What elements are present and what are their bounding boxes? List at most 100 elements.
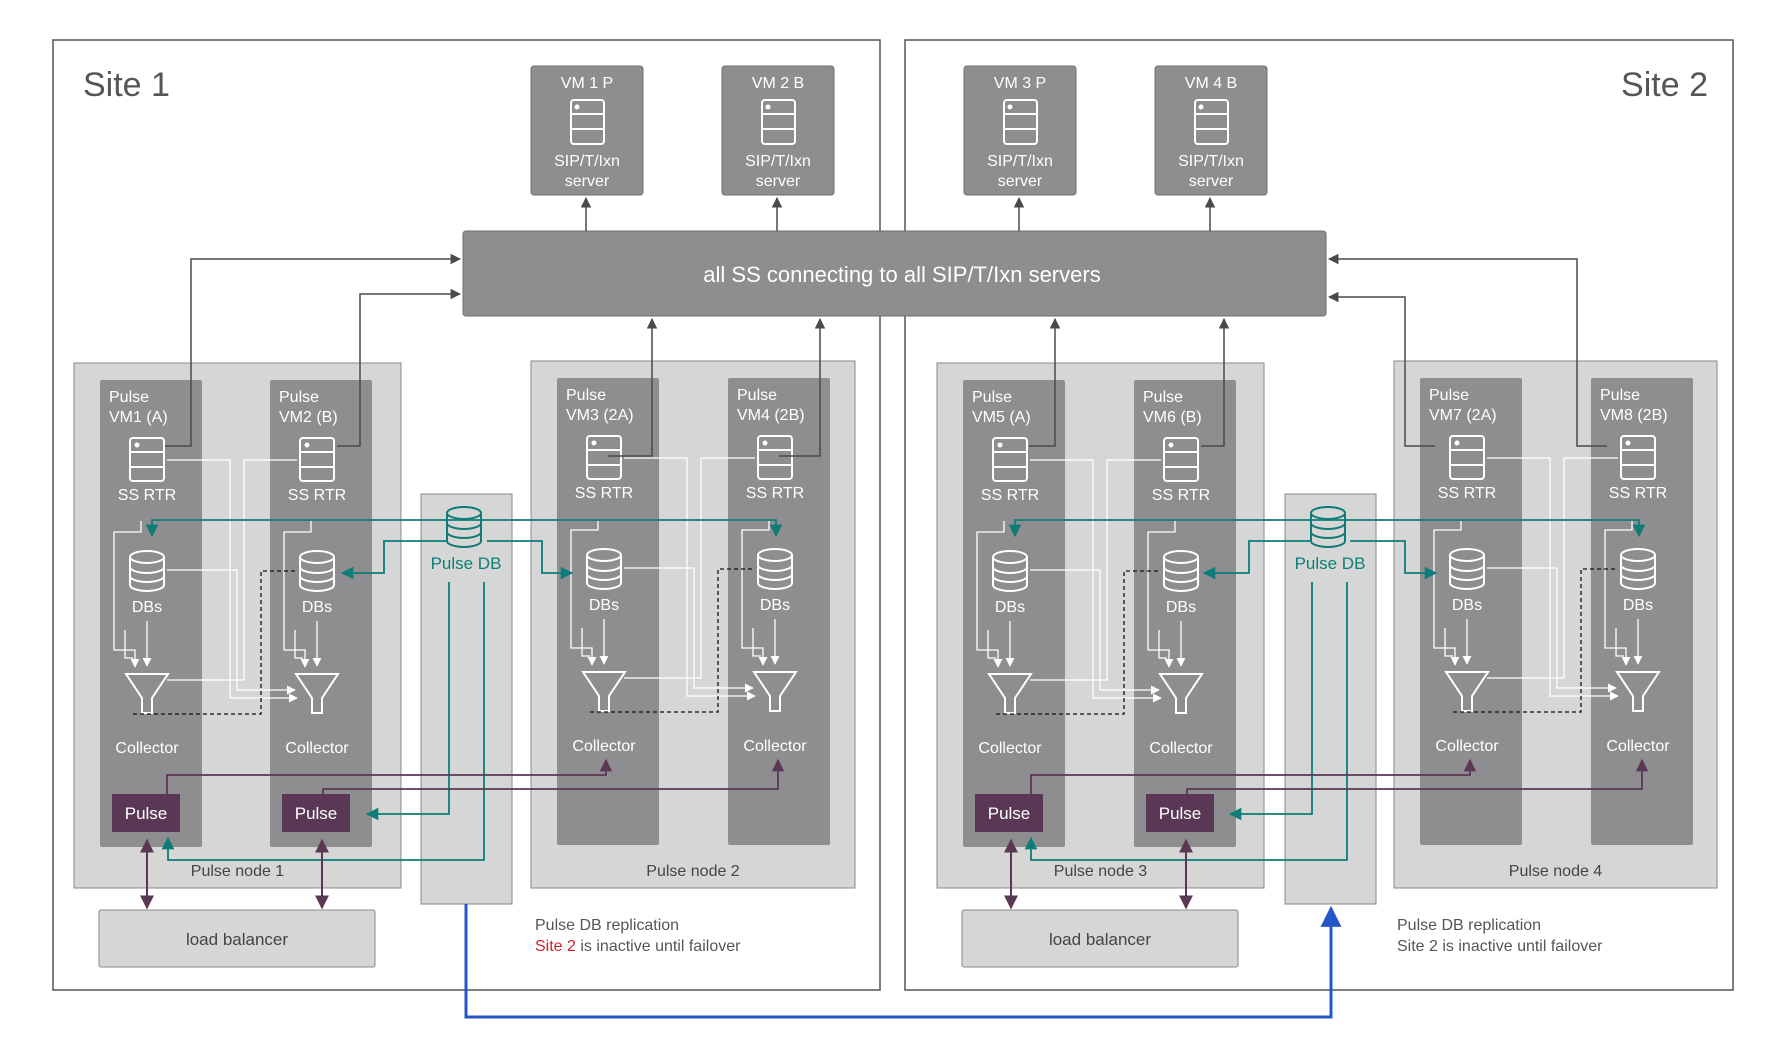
pulse-vm-label: Pulse	[1143, 389, 1183, 406]
vm-server-name: VM 2 B	[752, 75, 804, 92]
pulse-db-sync-line	[365, 582, 450, 821]
load-balancer: load balancer	[98, 838, 376, 968]
internal-flow-lines	[741, 519, 780, 666]
pulse-node-label: Pulse node 4	[1509, 863, 1603, 880]
dashed-failover-line	[996, 570, 1159, 715]
router-to-bar-arrows	[165, 253, 1607, 457]
dbs-label: DBs	[589, 597, 619, 614]
pulse-db-replication-arrow	[464, 904, 1342, 1019]
internal-flow-lines	[1604, 519, 1643, 666]
vm-server-role: SIP/T/Ixn	[554, 153, 620, 170]
pulse-node-label: Pulse node 1	[191, 863, 285, 880]
pulse-db-sync-line	[1202, 540, 1310, 580]
dbs-label: DBs	[995, 599, 1025, 616]
pulse-vm-column-bg	[963, 380, 1065, 847]
pulse-vm-column-bg	[100, 380, 202, 847]
site-1-note: Pulse DB replication Site 2 is inactive …	[535, 917, 741, 955]
pulse-vm-name: VM6 (B)	[1143, 409, 1202, 426]
server-icon	[1194, 99, 1229, 145]
pulse-db-icon	[1310, 506, 1346, 548]
collector-label: Collector	[1606, 738, 1670, 755]
pulse-vm-label: Pulse	[109, 389, 149, 406]
pulse-db-column-bg	[420, 493, 513, 905]
dbs-label: DBs	[132, 599, 162, 616]
load-balancers: load balancer load balancer	[98, 838, 1239, 968]
pulse-db-sync-line	[487, 540, 574, 580]
site-2-note-site-word: Site 2	[1397, 938, 1438, 955]
database-icon	[757, 548, 793, 590]
pulse-vm-name: VM2 (B)	[279, 409, 338, 426]
site-2-title: Site 2	[1621, 66, 1708, 104]
vm-server-box: VM 2 B SIP/T/Ixn server	[721, 65, 835, 196]
collector-icon	[987, 673, 1033, 714]
vm-server-frame	[963, 65, 1077, 196]
pulse-db-label: Pulse DB	[431, 554, 502, 573]
load-balancer-box	[98, 909, 376, 968]
site-1-note-line1: Pulse DB replication	[535, 917, 679, 934]
site-2: Site 2	[904, 39, 1734, 991]
dashed-failover-line	[133, 570, 295, 715]
collector-icon	[581, 671, 627, 712]
pulse-vm-name: VM8 (2B)	[1600, 407, 1668, 424]
central-bar: all SS connecting to all SIP/T/Ixn serve…	[462, 230, 1327, 317]
vm-server-role-line2: server	[565, 173, 610, 190]
load-balancer: load balancer	[961, 838, 1239, 968]
site-1-title: Site 1	[83, 66, 170, 104]
site-2-note-line2: Site 2 is inactive until failover	[1397, 938, 1603, 955]
vm-server-frame	[530, 65, 644, 196]
internal-flow-lines	[976, 521, 1015, 668]
vm-server-frame	[721, 65, 835, 196]
collector-icon	[752, 671, 798, 712]
dbs-label: DBs	[1166, 599, 1196, 616]
pulse-db-sync-line	[1008, 519, 1312, 538]
server-icon	[570, 99, 605, 145]
vm-server-role: SIP/T/Ixn	[745, 153, 811, 170]
dbs-label: DBs	[1452, 597, 1482, 614]
vm-server-name: VM 4 B	[1185, 75, 1237, 92]
pulse-vm-label: Pulse	[279, 389, 319, 406]
pulse-vm-name: VM5 (A)	[972, 409, 1031, 426]
router-icon	[1449, 435, 1485, 480]
server-icon	[761, 99, 796, 145]
router-label: SS RTR	[1438, 485, 1496, 502]
pulse-vm-label: Pulse	[1600, 387, 1640, 404]
collector-label: Collector	[572, 738, 636, 755]
pulse-process-box: Pulse	[975, 794, 1043, 832]
pulse-db-column: Pulse DB	[1284, 493, 1377, 905]
pulse-db-sync-line	[340, 540, 447, 580]
central-bar-label: all SS connecting to all SIP/T/Ixn serve…	[703, 262, 1100, 287]
router-label: SS RTR	[1609, 485, 1667, 502]
site-2-note: Pulse DB replication Site 2 is inactive …	[1397, 917, 1603, 955]
pulse-vm-name: VM3 (2A)	[566, 407, 634, 424]
vm-server-role: SIP/T/Ixn	[1178, 153, 1244, 170]
collector-icon	[1158, 673, 1204, 714]
pulse-db-column: Pulse DB	[420, 493, 513, 905]
pulse-to-collector-line	[322, 758, 785, 795]
pulse-vm-label: Pulse	[566, 387, 606, 404]
vm-server-role-line2: server	[756, 173, 801, 190]
vm-server-frame	[1154, 65, 1268, 196]
pulse-vm-label: Pulse	[972, 389, 1012, 406]
pulse-db-columns: Pulse DB Pulse DB	[145, 493, 1649, 905]
site-1-note-line2: Site 2 is inactive until failover	[535, 938, 741, 955]
cross-vm-flow-lines	[1453, 457, 1619, 713]
router-icon	[992, 437, 1028, 482]
router-icon	[586, 435, 622, 480]
pulse-db-sync-line	[1350, 540, 1438, 580]
collector-icon	[124, 673, 170, 714]
database-icon	[586, 548, 622, 590]
site-2-note-line1: Pulse DB replication	[1397, 917, 1541, 934]
collector-label: Collector	[285, 740, 349, 757]
site-2-note-rest: is inactive until failover	[1438, 938, 1603, 955]
pulse-vm-name: VM1 (A)	[109, 409, 168, 426]
